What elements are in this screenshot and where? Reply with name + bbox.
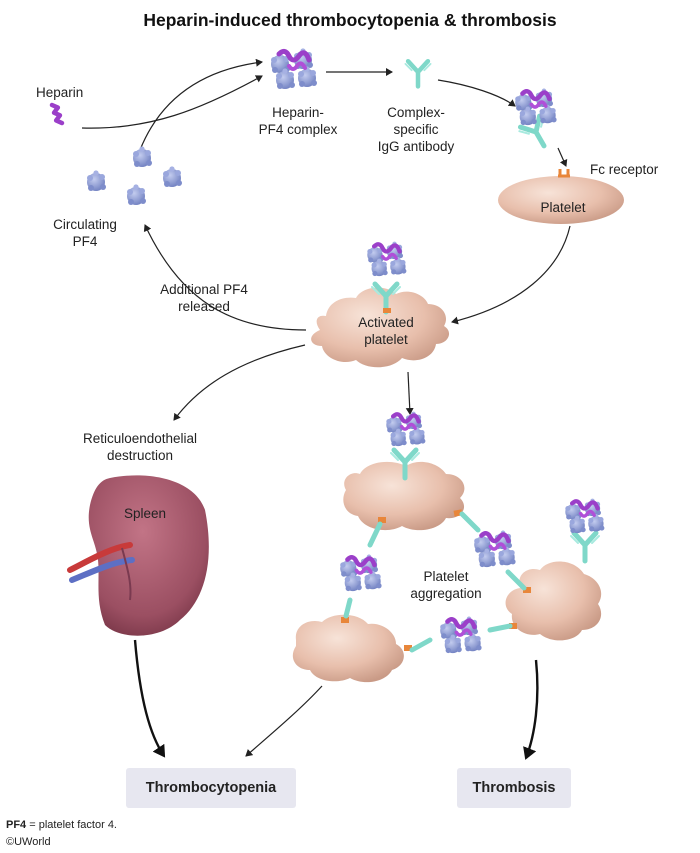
footnote-abbr: PF4 [6,819,27,831]
circulating-pf4 [87,146,182,205]
reticuloendothelial-label: Reticuloendothelial destruction [68,430,212,464]
pf4-to-complex-arrow [139,58,263,151]
thrombosis-box: Thrombosis [457,768,571,808]
to-aggregation-arrow [405,371,414,415]
heparin-to-complex-arrow [81,75,263,129]
antibody-label-line1: Complex- [387,105,445,120]
additional-label-line2: released [178,299,230,314]
circulating-label-line2: PF4 [72,234,98,249]
footnote-definition: = platelet factor 4. [26,819,117,831]
complex-label: Heparin- PF4 complex [250,104,346,138]
activated-label-line2: platelet [364,332,408,347]
heparin-molecule [52,104,62,125]
heparin-pf4-complex [271,48,317,89]
platelet-label: Platelet [540,200,586,215]
activated-label-line1: Activated [358,315,414,330]
to-destruction-arrow [173,344,306,421]
antibody-label-line3: IgG antibody [377,139,455,154]
antibody-to-bound-arrow [437,79,516,107]
reticulo-label-line1: Reticuloendothelial [82,431,198,446]
bound-to-receptor-arrow [557,147,568,167]
heparin-label: Heparin [36,85,84,100]
spleen-organ [67,475,209,636]
activated-platelet [311,242,450,368]
figure-title: Heparin-induced thrombocytopenia & throm… [143,10,557,30]
platelet-aggregate [292,412,605,683]
circulating-label-line1: Circulating [53,217,117,232]
igg-antibody [405,61,430,86]
release-pf4-arrow [143,224,307,331]
spleen-to-thrombocytopenia-arrow [133,639,166,758]
fc-receptor-shape [558,169,570,178]
activated-platelet-label: Activated platelet [346,314,426,348]
circulating-pf4-label: Circulating PF4 [40,216,130,250]
fc-receptor-label: Fc receptor [590,162,659,177]
aggregation-label-line1: Platelet [423,569,469,584]
complex-label-line1: Heparin- [272,105,324,120]
additional-label-line1: Additional PF4 [160,282,248,297]
reticulo-label-line2: destruction [106,448,174,463]
aggregation-to-thrombosis-arrow [523,659,539,760]
thrombocytopenia-box: Thrombocytopenia [126,768,296,808]
antibody-complex [515,89,556,153]
aggregation-label: Platelet aggregation [404,568,488,602]
copyright: ©UWorld [6,836,51,848]
platelet-to-activated-arrow [451,225,571,325]
aggregation-to-thrombocytopenia-arrow [245,685,323,757]
aggregation-label-line2: aggregation [410,586,482,601]
spleen-label: Spleen [123,506,167,521]
complex-label-line2: PF4 complex [258,122,338,137]
additional-pf4-label: Additional PF4 released [146,281,262,315]
platelet-cell [498,169,624,224]
antibody-label: Complex- specific IgG antibody [366,104,466,155]
footnote: PF4 = platelet factor 4. [6,819,117,831]
antibody-label-line2: specific [393,122,439,137]
